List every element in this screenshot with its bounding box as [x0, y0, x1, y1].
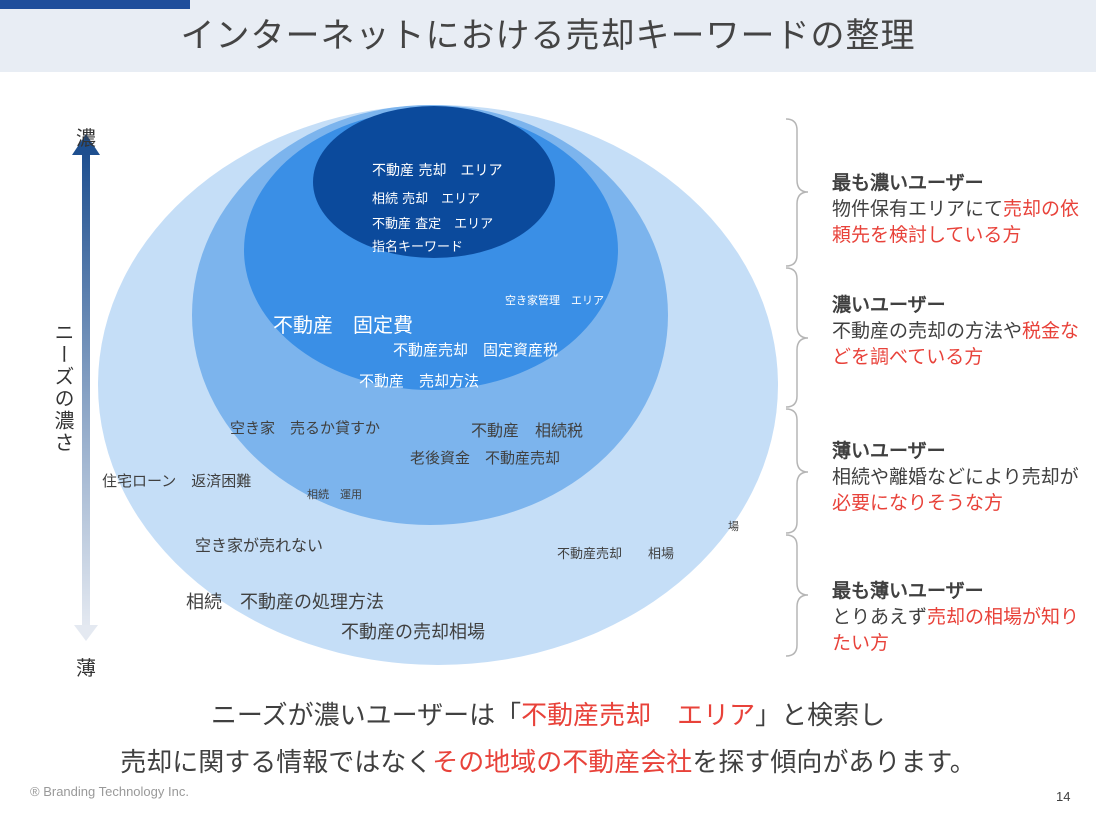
segment-weakest: 最も薄いユーザー とりあえず売却の相場が知りたい方: [832, 578, 1082, 656]
keyword: 空き家が売れない: [195, 536, 324, 555]
header-band: [0, 0, 1096, 72]
segment-strongest: 最も濃いユーザー 物件保有エリアにて売却の依頼先を検討している方: [832, 170, 1082, 248]
keyword: 不動産 相続税: [471, 421, 584, 440]
keyword-fragment: 場: [728, 520, 739, 533]
axis-low-label: 薄: [76, 656, 96, 680]
brace-segment-1: [785, 118, 809, 267]
keyword: 指名キーワード: [372, 240, 464, 255]
ring-innermost: [313, 106, 555, 258]
needs-axis-shaft: [82, 152, 90, 628]
brace-segment-4: [785, 534, 809, 657]
keyword: 相続 売却 エリア: [372, 192, 481, 207]
keyword: 老後資金 不動産売却: [410, 449, 561, 467]
brace-segment-3: [785, 408, 809, 534]
keyword: 不動産の売却相場: [341, 622, 485, 643]
keyword: 不動産 固定費: [273, 313, 413, 337]
keyword: 不動産売却 固定資産税: [393, 341, 559, 359]
segment-description: 相続や離婚などにより売却が必要になりそうな方: [832, 466, 1079, 514]
conclusion-line-2: 売却に関する情報ではなくその地域の不動産会社を探す傾向があります。: [120, 748, 976, 778]
segment-title: 最も濃いユーザー: [832, 172, 984, 194]
segment-title: 最も薄いユーザー: [832, 580, 984, 602]
conclusion-line-1: ニーズが濃いユーザーは「不動産売却 エリア」と検索し: [210, 701, 886, 731]
keyword: 不動産 売却 エリア: [372, 163, 503, 179]
segment-title: 薄いユーザー: [832, 440, 946, 462]
slide-title: インターネットにおける売却キーワードの整理: [180, 16, 916, 56]
keyword: 不動産 売却方法: [359, 372, 480, 390]
segment-strong: 濃いユーザー 不動産の売却の方法や税金などを調べている方: [832, 292, 1082, 370]
keyword: 不動産売却 相場: [557, 547, 675, 562]
brace-segment-2: [785, 267, 809, 408]
segment-description: 物件保有エリアにて売却の依頼先を検討している方: [832, 198, 1080, 246]
segment-weak: 薄いユーザー 相続や離婚などにより売却が必要になりそうな方: [832, 438, 1082, 516]
keyword: 相続 運用: [307, 488, 362, 501]
needs-axis-arrowhead-up: [72, 134, 100, 155]
keyword: 空き家管理 エリア: [505, 294, 604, 307]
segment-description: 不動産の売却の方法や税金などを調べている方: [832, 320, 1080, 368]
keyword: 空き家 売るか貸すか: [230, 419, 381, 437]
axis-high-label: 濃: [76, 126, 96, 150]
segment-title: 濃いユーザー: [832, 294, 946, 316]
keyword: 不動産 査定 エリア: [372, 217, 494, 232]
axis-title: ニーズの濃さ: [51, 322, 75, 454]
header-accent-bar: [0, 0, 190, 9]
keyword: 相続 不動産の処理方法: [186, 592, 384, 613]
copyright: ® Branding Technology Inc.: [30, 784, 189, 799]
keyword: 住宅ローン 返済困難: [102, 472, 252, 490]
segment-description: とりあえず売却の相場が知りたい方: [832, 606, 1080, 654]
needs-axis-arrowhead-down: [74, 625, 98, 641]
page-number: 14: [1056, 789, 1071, 804]
